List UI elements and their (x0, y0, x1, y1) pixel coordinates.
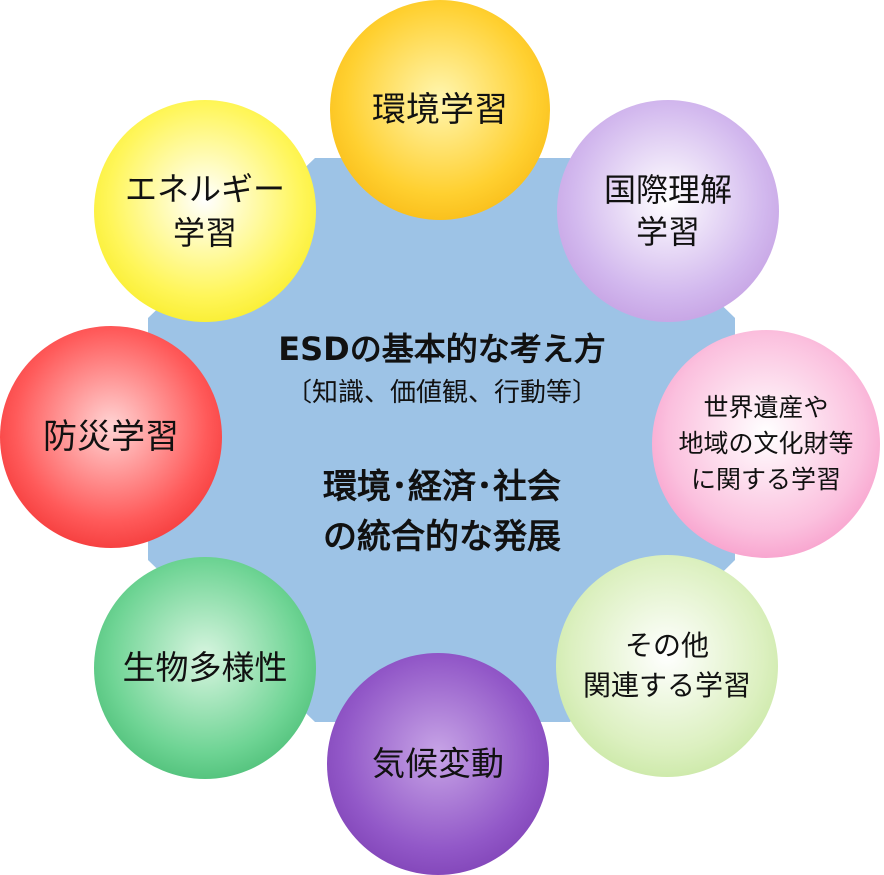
center-main-line-1: 環境･経済･社会 (323, 467, 561, 507)
topic-label-line: 学習 (635, 213, 700, 251)
center-title: ESDの基本的な考え方 (278, 330, 606, 368)
topic-label-line: に関する学習 (690, 465, 841, 494)
topic-circle-env: 環境学習 (330, 0, 550, 220)
topic-circle-climate: 気候変動 (327, 653, 549, 875)
topic-label-line: エネルギー (124, 170, 285, 208)
center-main-line-2: の統合的な発展 (323, 517, 561, 557)
topic-label-env: 環境学習 (372, 89, 508, 131)
topic-label-climate: 気候変動 (372, 743, 504, 785)
topic-label-line: 環境学習 (372, 90, 508, 130)
topic-label-disaster: 防災学習 (43, 416, 179, 458)
center-subtitle: 〔知識、価値観、行動等〕 (285, 378, 598, 408)
topic-label-heritage: 世界遺産や地域の文化財等に関する学習 (678, 390, 853, 498)
topic-circle-other: その他関連する学習 (556, 555, 778, 777)
topic-label-line: 生物多様性 (122, 648, 288, 687)
topic-label-bio: 生物多様性 (123, 647, 288, 689)
topic-label-line: 関連する学習 (582, 669, 751, 702)
topic-label-line: 世界遺産や (703, 393, 829, 422)
topic-circle-intl: 国際理解学習 (557, 100, 779, 322)
topic-label-intl: 国際理解学習 (604, 169, 732, 253)
center-main-text: 環境･経済･社会 の統合的な発展 (210, 462, 674, 562)
topic-circle-heritage: 世界遺産や地域の文化財等に関する学習 (652, 330, 880, 558)
topic-label-line: 学習 (172, 214, 237, 252)
center-octagon (148, 158, 735, 722)
topic-label-line: その他 (624, 629, 709, 662)
topic-label-line: 気候変動 (372, 744, 504, 783)
topic-circle-energy: エネルギー学習 (94, 100, 316, 322)
topic-label-line: 地域の文化財等 (678, 429, 854, 458)
topic-circle-disaster: 防災学習 (0, 326, 222, 548)
topic-label-other: その他関連する学習 (583, 626, 751, 706)
topic-label-line: 防災学習 (43, 417, 179, 457)
topic-label-line: 国際理解 (603, 171, 732, 209)
topic-label-energy: エネルギー学習 (125, 167, 285, 255)
topic-circle-bio: 生物多様性 (94, 557, 316, 779)
